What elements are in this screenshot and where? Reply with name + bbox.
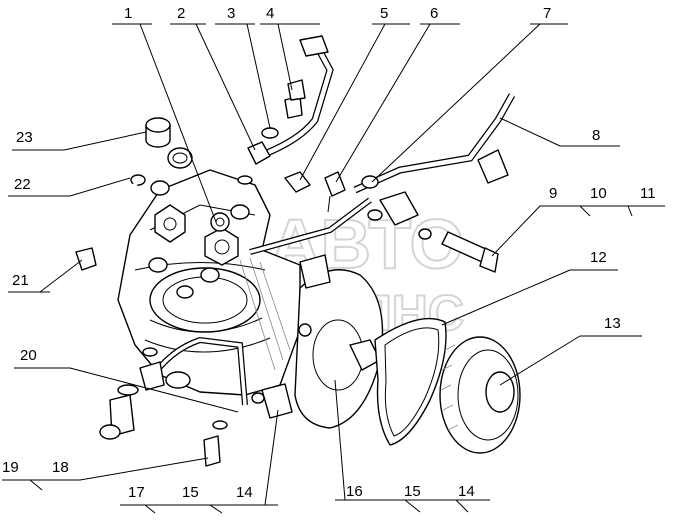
callout-20-label: 20 (20, 347, 37, 364)
pipe-elbow-4 (260, 35, 334, 159)
pipe-8 (353, 93, 516, 194)
callout-9-label: 9 (549, 185, 557, 202)
rear-cover-16 (294, 269, 384, 429)
callout-4-label: 4 (266, 5, 274, 22)
callout-7-label: 7 (543, 5, 551, 22)
callout-3: 3 (215, 5, 271, 129)
callout-10-label: 10 (590, 185, 607, 202)
callout-13-label: 13 (604, 315, 621, 332)
callout-12-label: 12 (590, 249, 607, 266)
callout-21: 21 (8, 259, 83, 293)
callout-9: 9 (491, 185, 578, 257)
callout-15b-label: 15 (404, 483, 421, 500)
callout-16: 16 (334, 379, 385, 501)
banjo-bolt-3 (261, 79, 306, 139)
callout-18-label: 18 (52, 459, 69, 476)
callout-1: 1 (112, 5, 217, 223)
bolt-18 (203, 420, 228, 467)
plug-23 (145, 117, 171, 148)
fitting-small (130, 174, 146, 186)
callout-17-label: 17 (128, 484, 145, 501)
callout-6: 6 (335, 5, 460, 183)
fitting-14-15 (251, 254, 331, 419)
callout-4: 4 (260, 5, 320, 91)
callout-19: 19 (2, 459, 44, 491)
gear-13 (439, 336, 521, 454)
pipe-21 (75, 180, 140, 271)
callout-5: 5 (299, 5, 410, 181)
callout-15a: 15 (165, 484, 225, 514)
callout-14b-label: 14 (458, 483, 475, 500)
pipe-20 (139, 336, 248, 406)
callout-2: 2 (170, 5, 256, 151)
compressor-body (117, 169, 301, 396)
callout-5-label: 5 (380, 5, 388, 22)
callout-13: 13 (499, 315, 642, 386)
callout-22: 22 (8, 176, 131, 197)
fitting-11 (367, 191, 419, 226)
callout-21-label: 21 (12, 272, 29, 289)
callouts: 1 2 3 4 5 6 7 (2, 5, 665, 514)
callout-11-label: 11 (640, 185, 656, 202)
callout-1-label: 1 (124, 5, 132, 22)
callout-20: 20 (14, 347, 239, 413)
callout-18: 18 (44, 457, 209, 481)
callout-11: 11 (620, 185, 665, 217)
seal-ring-22 (167, 147, 193, 169)
callout-6-label: 6 (430, 5, 438, 22)
callout-7: 7 (371, 5, 568, 183)
callout-12: 12 (441, 249, 618, 326)
callout-15b: 15 (385, 483, 440, 513)
callout-19-label: 19 (2, 459, 19, 476)
clip-6 (324, 171, 346, 213)
sleeve-5 (284, 171, 311, 193)
washer-10 (418, 228, 432, 240)
callout-14b: 14 (440, 483, 490, 513)
callout-15a-label: 15 (182, 484, 199, 501)
callout-16-label: 16 (346, 483, 363, 500)
callout-23-label: 23 (16, 129, 33, 146)
gasket-12 (374, 317, 447, 446)
callout-14a-label: 14 (236, 484, 253, 501)
callout-23: 23 (12, 129, 147, 151)
pipe-long (249, 197, 372, 255)
callout-22-label: 22 (14, 176, 31, 193)
callout-8: 8 (499, 117, 620, 147)
callout-3-label: 3 (227, 5, 235, 22)
callout-10: 10 (578, 185, 620, 217)
callout-14a: 14 (225, 409, 279, 506)
callout-2-label: 2 (177, 5, 185, 22)
callout-17: 17 (120, 484, 165, 514)
bolt-19 (99, 384, 139, 440)
callout-8-label: 8 (592, 127, 600, 144)
